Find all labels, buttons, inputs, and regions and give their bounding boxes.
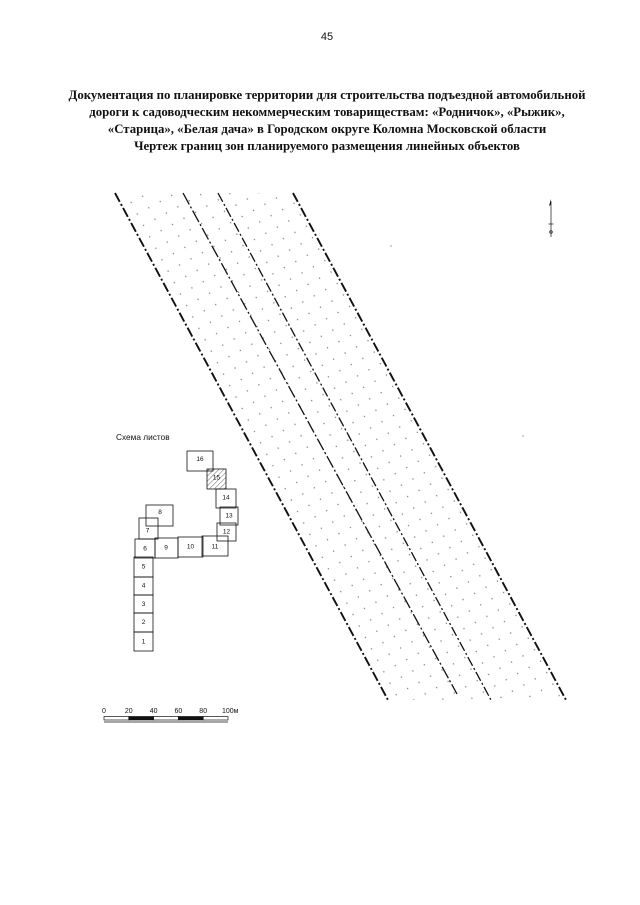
sheet-label: 12 [223,529,231,536]
sheet-label: 10 [187,544,195,551]
sheet-13: 13 [219,506,239,526]
sheet-label: 4 [142,583,146,590]
speck [522,435,524,437]
sheet-frame [216,522,237,542]
sheet-label: 7 [146,528,150,535]
corridor-left-boundary-line [114,192,389,701]
sheet-scheme: Схема листов 1 2 3 4 5 6 7 [116,432,239,652]
sheet-frame [201,535,229,557]
scale-bar: 0 20 40 60 80 100м [102,708,239,723]
sheet-11: 11 [201,535,229,557]
scale-label: 60 [175,708,183,715]
sheet-label: 5 [142,564,146,571]
sheet-frame [145,504,174,527]
sheet-label: 13 [225,513,233,520]
sheet-frame [206,468,227,490]
sheet-label: 8 [158,509,162,516]
scale-label: 40 [150,708,158,715]
scale-label: 20 [125,708,133,715]
scale-label: 100м [222,708,239,715]
sheet-4: 4 [133,576,154,596]
sheet-label: 1 [142,639,146,646]
speck [390,245,392,247]
sheet-label: 9 [164,545,168,552]
sheet-label: 15 [213,475,221,482]
north-arrow-icon [548,199,554,237]
title-line: Документация по планировке территории дл… [68,88,586,102]
sheet-label: 11 [212,544,219,551]
sheet-label: 16 [196,456,204,463]
sheet-scheme-label: Схема листов [116,432,170,442]
corridor-right-boundary-line [292,192,567,701]
corridor-inner-line-2 [217,192,492,701]
sheet-label: 2 [142,619,146,626]
sheet-frame [133,556,154,578]
document-title: Документация по планировке территории дл… [14,87,640,155]
scale-bar-segment [128,716,154,721]
title-line: «Старица», «Белая дача» в Городском окру… [107,122,547,136]
sheet-frame [177,536,204,558]
sheet-16: 16 [186,450,214,472]
sheet-2: 2 [133,612,154,633]
scale-bar-segment [103,716,130,721]
sheet-5: 5 [133,556,154,578]
sheet-1: 1 [133,631,154,652]
title-line: Чертеж границ зон планируемого размещени… [134,139,520,153]
sheet-8: 8 [145,504,174,527]
scale-label: 80 [199,708,207,715]
sheet-15: 15 [206,468,227,490]
corridor-dot-fill [115,193,566,700]
scale-bar-segment [153,716,179,721]
sheet-label: 3 [142,601,146,608]
sheet-frame [219,506,239,526]
sheet-label: 14 [222,495,230,502]
sheet-frame [138,517,159,540]
sheet-10: 10 [177,536,204,558]
corridor-inner-line-1 [182,192,458,695]
scale-bar-segment [202,716,229,721]
sheet-6: 6 [134,538,156,559]
sheet-12: 12 [216,522,237,542]
sheet-frame [186,450,214,472]
title-line: дороги к садоводческим некоммерческим то… [89,105,565,119]
sheet-9: 9 [154,537,179,559]
page-number: 45 [320,31,334,43]
sheet-14: 14 [215,488,237,509]
sheet-7: 7 [138,517,159,540]
scale-bar-segment [178,716,204,721]
sheet-label: 6 [143,546,147,553]
sheet-3: 3 [133,594,154,614]
scale-label: 0 [102,708,106,715]
